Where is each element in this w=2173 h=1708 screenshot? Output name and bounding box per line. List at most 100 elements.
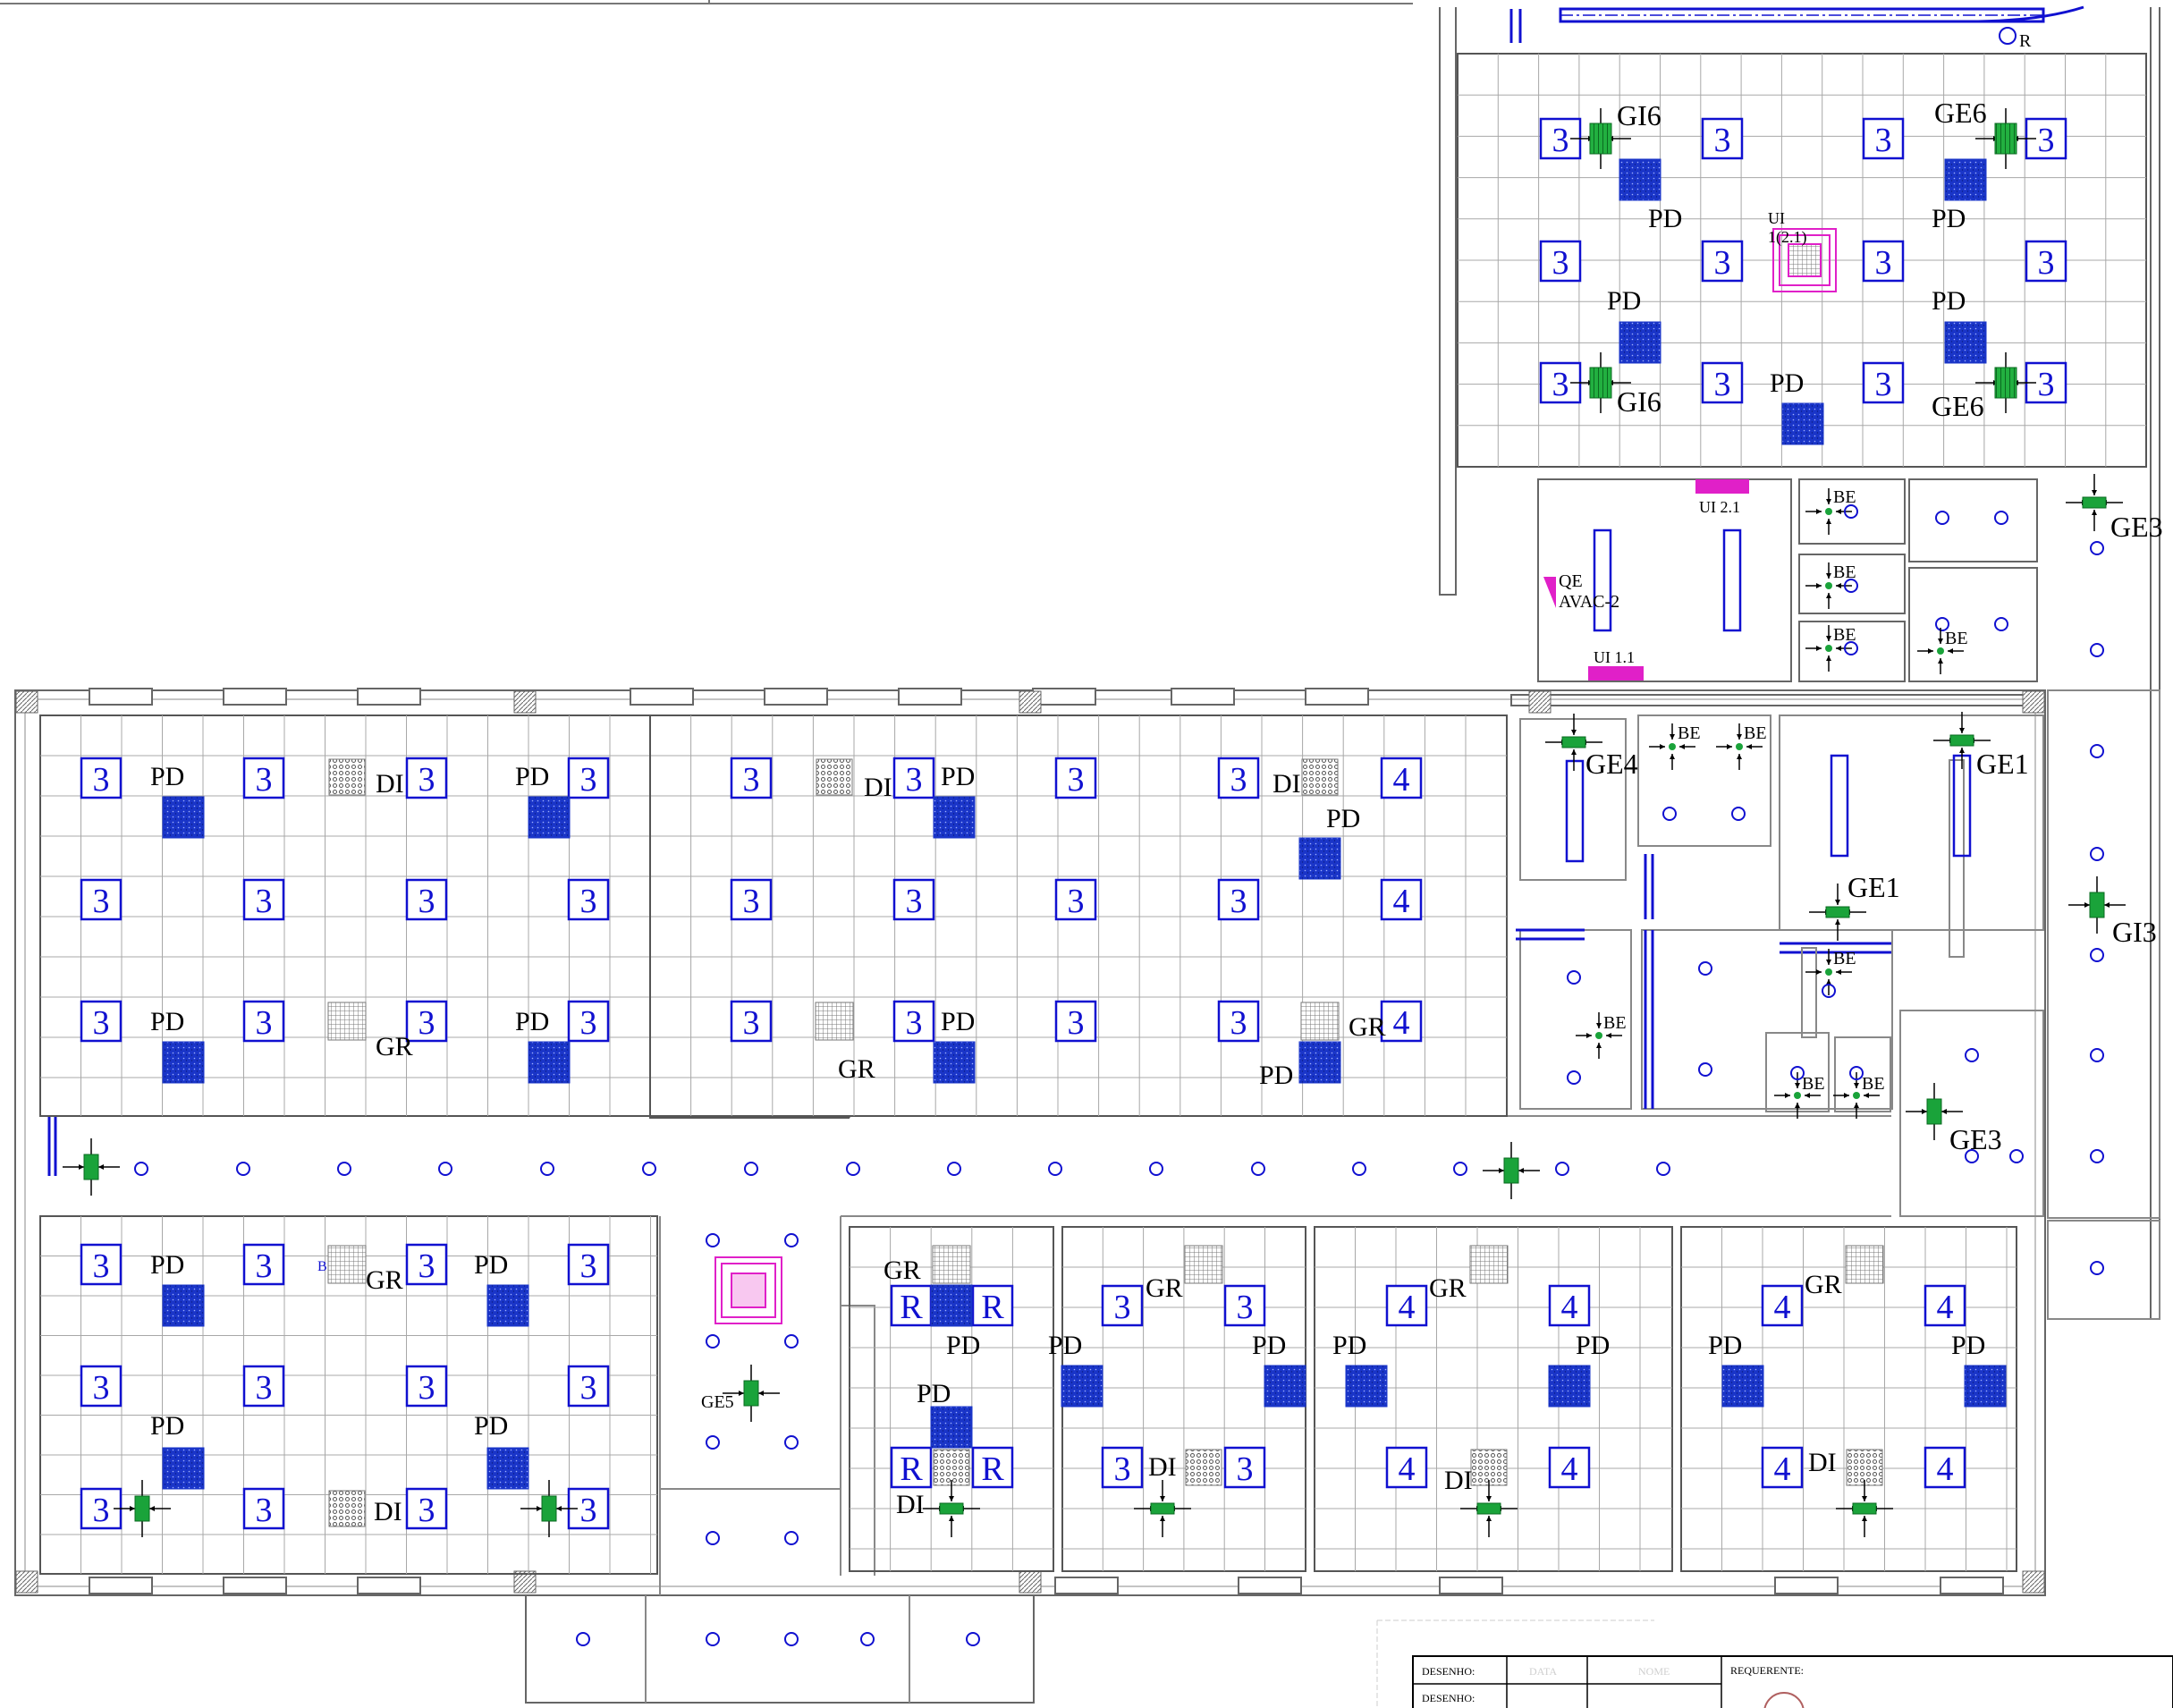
plenum-diffuser	[1619, 321, 1661, 364]
diffuser-box	[892, 757, 935, 799]
diffuser-box	[1761, 1446, 1804, 1489]
diffuser-number: 3	[1230, 761, 1247, 799]
ceiling-light	[1844, 504, 1858, 519]
airflow-arrows	[723, 1365, 780, 1422]
diffuser-box	[1385, 1284, 1428, 1327]
diffuser-box	[1380, 1000, 1423, 1043]
gr-grille	[327, 1245, 367, 1284]
gr-grille	[327, 1002, 367, 1041]
diffuser-number: 3	[1237, 1289, 1254, 1326]
ceiling-light	[1935, 617, 1949, 631]
di-label: DI	[1148, 1452, 1177, 1482]
exhaust-fan	[1476, 1502, 1501, 1515]
diffuser-number: 3	[580, 1369, 597, 1407]
plenum-diffuser	[486, 1284, 529, 1327]
svg-text:GE4: GE4	[1585, 748, 1638, 780]
title-block-requerente: REQUERENTE:	[1730, 1664, 1804, 1677]
diffuser-box	[567, 757, 610, 799]
ceiling-light	[1662, 807, 1677, 821]
title-block: DESENHO: DESENHO: DATA NOME REQUERENTE:	[1376, 1619, 2173, 1708]
ceiling-light	[2090, 1261, 2104, 1275]
ceiling-light	[2090, 643, 2104, 657]
airflow-arrows	[1576, 1012, 1622, 1059]
diffuser-number: 3	[1875, 366, 1892, 403]
svg-text:GE6: GE6	[1932, 390, 1984, 422]
diffuser-box	[405, 1365, 448, 1408]
diffuser-box	[892, 1000, 935, 1043]
gr-label: GR	[376, 1032, 413, 1061]
diffuser-number: 3	[93, 761, 110, 799]
airflow-arrows	[2066, 474, 2123, 531]
airflow-arrows	[1774, 1072, 1821, 1119]
diffuser-number: 3	[256, 1492, 273, 1529]
linear-diffusers	[1565, 528, 1972, 863]
diffuser-box	[80, 1365, 123, 1408]
diffuser-number: 3	[419, 1492, 435, 1529]
diffuser-number: R	[981, 1289, 1004, 1326]
diffuser-box	[1862, 361, 1905, 404]
ceiling-light	[1698, 961, 1712, 976]
diffuser-box	[1223, 1284, 1266, 1327]
ceiling-light	[1849, 1066, 1864, 1080]
exhaust-fan	[1825, 906, 1850, 918]
exhaust-fan	[2082, 496, 2107, 509]
ceiling-light	[1994, 617, 2008, 631]
diffuser-number: 3	[2038, 366, 2055, 403]
exhaust-fan	[939, 1502, 964, 1515]
title-block-desenho-2: DESENHO:	[1422, 1692, 1475, 1704]
ceiling-light	[1149, 1162, 1163, 1176]
diffuser-number: 3	[1714, 244, 1731, 282]
airflow-arrows	[1933, 712, 1991, 769]
airflow-arrows	[1134, 1480, 1191, 1537]
diffuser-number: 3	[419, 883, 435, 920]
title-block-data: DATA	[1529, 1665, 1557, 1678]
diffuser-box	[1385, 1446, 1428, 1489]
di-grille	[933, 1449, 970, 1486]
ceiling-light	[846, 1162, 860, 1176]
diffuser-number: 4	[1774, 1289, 1791, 1326]
pd-label: PD	[150, 1250, 184, 1280]
pd-label: PD	[1332, 1331, 1366, 1360]
diffuser-box	[1380, 757, 1423, 799]
diffuser-number: 3	[93, 1369, 110, 1407]
di-grille	[1185, 1449, 1222, 1486]
svg-text:BE: BE	[1603, 1013, 1627, 1033]
diffuser-number: 3	[1068, 1004, 1085, 1042]
ceiling-light	[784, 1233, 799, 1247]
pd-label: PD	[1951, 1331, 1985, 1360]
pd-label: PD	[474, 1250, 508, 1280]
ceiling-light	[1048, 1162, 1062, 1176]
exhaust-fan	[1852, 1502, 1877, 1515]
plenum-diffuser	[1781, 402, 1824, 445]
pd-label: PD	[150, 1007, 184, 1036]
pd-label: PD	[150, 762, 184, 791]
gr-grille	[1184, 1245, 1223, 1284]
airflow-arrows	[1809, 884, 1866, 941]
pd-label: PD	[474, 1411, 508, 1441]
ceiling-light	[784, 1435, 799, 1450]
diffuser-number: 3	[419, 1247, 435, 1285]
plenum-diffuser	[1944, 321, 1987, 364]
green-grille	[1994, 367, 2017, 399]
ceiling-light	[1352, 1162, 1366, 1176]
indoor-units	[714, 228, 1837, 1324]
ceiling-light	[1965, 1048, 1979, 1062]
svg-text:BE: BE	[1833, 625, 1856, 645]
diffuser-box	[80, 878, 123, 921]
gr-label: GR	[1429, 1273, 1467, 1303]
diffuser-box	[242, 1365, 285, 1408]
di-label: DI	[374, 1497, 402, 1526]
diffuser-number: 3	[2038, 122, 2055, 159]
ceiling-light	[576, 1632, 590, 1646]
diffuser-number: 3	[743, 1004, 760, 1042]
airflow-arrowheads	[1816, 960, 1841, 985]
ceiling-light	[642, 1162, 656, 1176]
ui-label-2: 1(2.1)	[1768, 228, 1807, 247]
ceiling-light	[706, 1531, 720, 1545]
gr-label: GR	[1146, 1273, 1183, 1303]
diffuser-number: 3	[1714, 366, 1731, 403]
airflow-arrows	[1805, 949, 1852, 995]
ceiling-light	[2090, 847, 2104, 861]
